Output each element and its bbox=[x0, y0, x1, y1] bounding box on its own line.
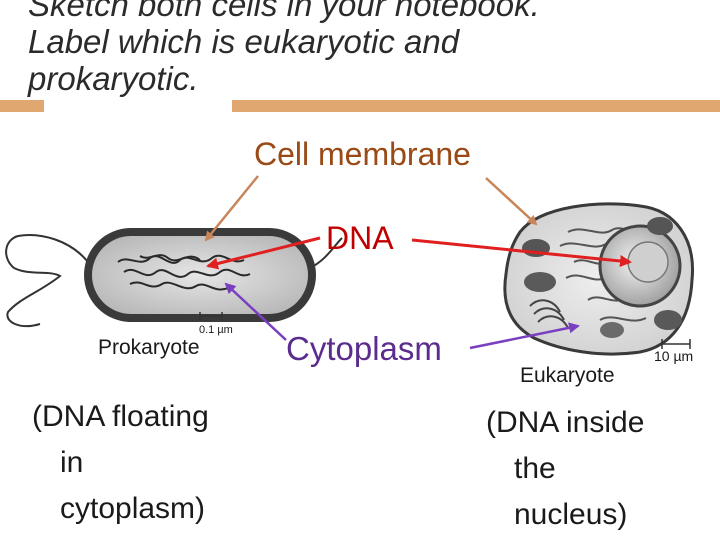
nucleolus bbox=[627, 241, 669, 283]
accent-bar-left bbox=[0, 100, 44, 112]
vacuole bbox=[654, 310, 682, 330]
mitochondrion-4 bbox=[600, 322, 624, 338]
membrane-arrow-eukaryote bbox=[485, 177, 538, 226]
membrane-arrow-prokaryote bbox=[204, 175, 259, 242]
flagellum-left bbox=[5, 234, 89, 328]
instruction-line-2: Label which is eukaryotic and bbox=[28, 23, 460, 60]
cytoplasm-arrow-prokaryote bbox=[224, 282, 287, 341]
accent-bar-right bbox=[232, 100, 720, 112]
dna-arrow-prokaryote bbox=[206, 236, 321, 270]
scale-label-large: 10 µm bbox=[654, 348, 694, 364]
eukaryote-cell bbox=[503, 202, 695, 356]
eukaryote-note-line-1: (DNA inside bbox=[486, 406, 645, 439]
cytoplasm-label: Cytoplasm bbox=[286, 330, 442, 367]
scale-label-small: 0.1 µm bbox=[199, 324, 233, 336]
dna-label: DNA bbox=[326, 220, 394, 256]
prokaryote-label: Prokaryote bbox=[98, 336, 200, 359]
scale-bar-large bbox=[661, 339, 691, 349]
prokaryote-note: (DNA floating in cytoplasm) bbox=[32, 394, 282, 532]
cytoplasm-arrow-eukaryote bbox=[469, 322, 580, 350]
mitochondrion-3 bbox=[647, 217, 673, 235]
golgi-apparatus bbox=[529, 299, 569, 329]
dna-arrow-eukaryote bbox=[411, 238, 632, 267]
cell-membrane-label: Cell membrane bbox=[254, 136, 471, 172]
eukaryote-note: (DNA inside the nucleus) bbox=[486, 400, 706, 538]
prokaryote-dna-nucleoid bbox=[117, 254, 251, 291]
slide-instructions: Sketch both cells in your notebook. Labe… bbox=[28, 0, 668, 97]
eukaryote-note-line-2: the bbox=[514, 452, 556, 485]
scale-bar-small bbox=[199, 312, 223, 320]
mitochondrion-2 bbox=[524, 272, 556, 292]
instruction-line-1: Sketch both cells in your notebook. bbox=[28, 0, 540, 23]
eukaryote-note-line-3: nucleus) bbox=[514, 498, 628, 531]
eukaryote-label: Eukaryote bbox=[520, 364, 615, 387]
instruction-line-3: prokaryotic. bbox=[28, 60, 199, 97]
prokaryote-note-line-2: in bbox=[60, 446, 84, 479]
prokaryote-note-line-1: (DNA floating bbox=[32, 400, 209, 433]
prokaryote-note-line-3: cytoplasm) bbox=[60, 492, 206, 525]
prokaryote-cell bbox=[5, 228, 343, 328]
